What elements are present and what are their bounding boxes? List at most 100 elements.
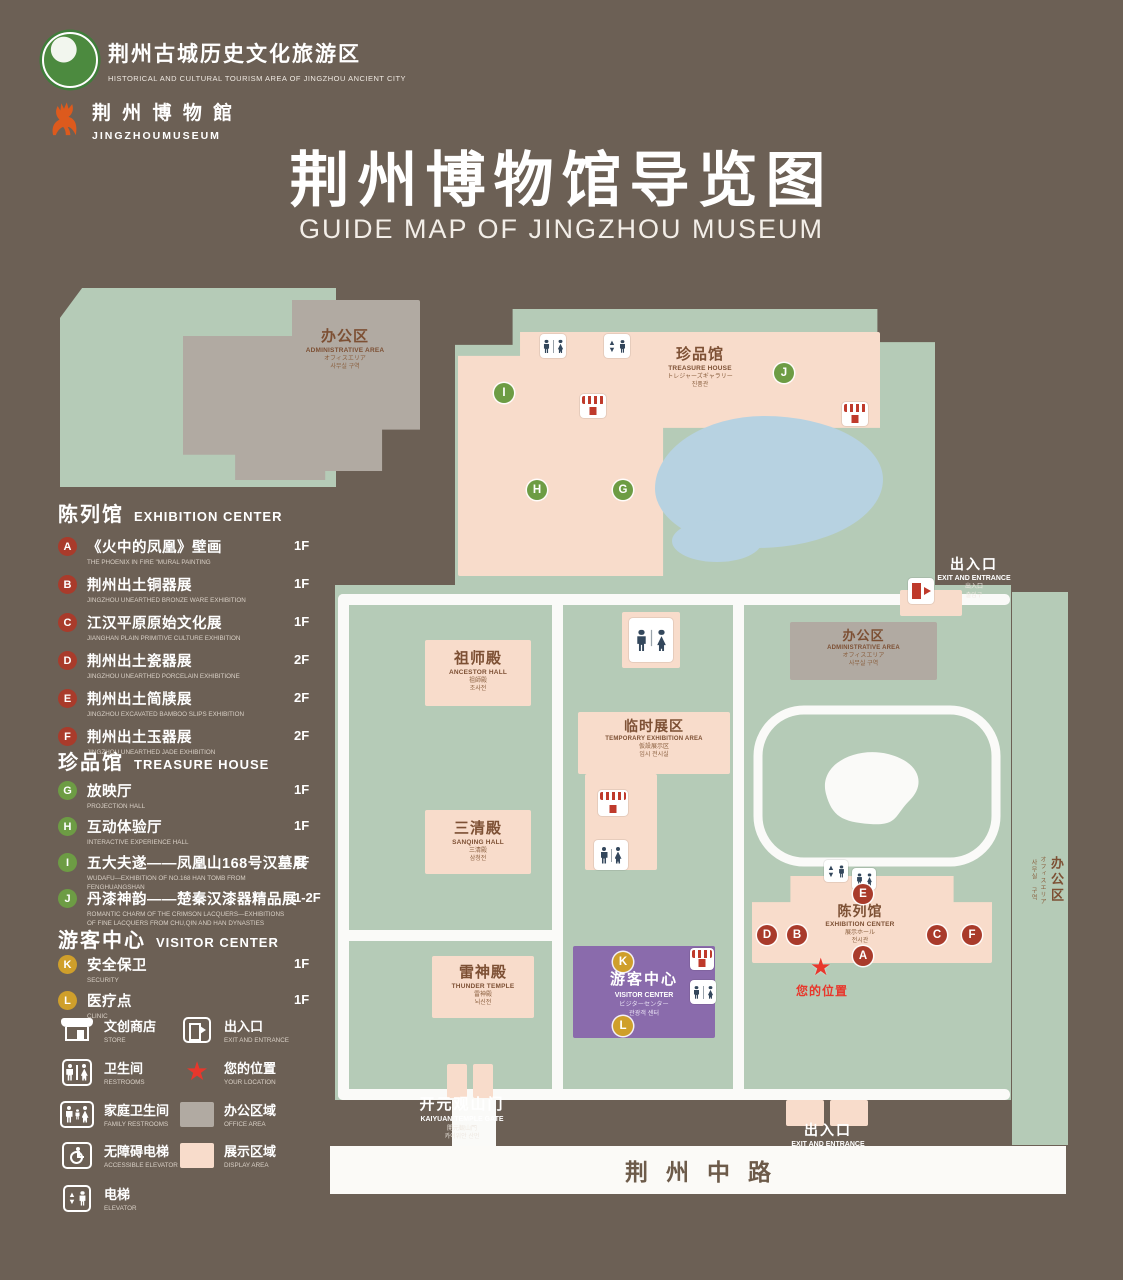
label-kr: 임시 전시실 [639,752,669,759]
legend-symbol-elevator: ▲▼ 电梯 ELEVATOR [58,1182,137,1214]
walk-path [552,594,563,1100]
label-zh: 出入口 [804,1122,852,1138]
legend-item-C: C 江汉平原原始文化展 JIANGHAN PLAIN PRIMITIVE CUL… [58,612,334,648]
marker-I: I [58,853,77,872]
marker-D: D [58,651,77,670]
marker-K: K [58,955,77,974]
marker-H: H [58,817,77,836]
item-en: JINGZHOU EXCAVATED BAMBOO SLIPS EXHIBITI… [87,711,245,718]
label-zh: 祖师殿 [453,650,502,667]
symbol-zh: 卫生间 [104,1061,144,1076]
label-zh: 陈列馆 [837,903,883,919]
walk-path [338,930,563,941]
map-marker-L: L [613,1016,633,1036]
marker-F: F [58,727,77,746]
label-kr: 사무실 구역 [1030,859,1036,901]
store-icon [690,948,714,970]
your-location-star-icon: ★ [185,1057,209,1087]
map-marker-D: D [757,925,777,945]
item-zh: 荆州出土简牍展 [87,692,192,708]
display-area-swatch [178,1139,216,1171]
walk-path [338,594,1010,605]
garden-paths [753,705,1001,867]
section-title-en: VISITOR CENTER [156,935,279,950]
item-floor: 1F [294,956,310,971]
museum-logo-subtitle: JINGZHOUMUSEUM [92,130,221,142]
item-en: JINGZHOU UNEARTHED JADE EXHIBITION [87,749,216,756]
label-kr: 조사전 [469,685,487,692]
label-jp: オフィスエリア [842,652,885,659]
item-en: JINGZHOU UNEARTHED PORCELAIN EXHIBITIONE [87,673,240,680]
tourism-area-logo [42,32,98,88]
label-en: EXIT AND ENTRANCE [937,574,1011,582]
map-marker-J: J [774,363,794,383]
item-floor: 1F [294,538,310,553]
label-zh: 珍品馆 [675,346,724,363]
exhibition-center-label: 陈列馆 EXHIBITION CENTER 展示ホール 전시관 [790,903,930,945]
label-jp: オフィスエリア [1039,855,1045,905]
legend-symbol-your-location: ★ 您的位置 YOUR LOCATION [178,1056,276,1088]
building-ancestor-hall [425,640,531,706]
item-floor: 1F [294,818,310,833]
map-marker-F: F [962,925,982,945]
label-zh: 办公区 [1049,856,1064,904]
legend-item-L: L 医疗点 CLINIC 1F [58,990,334,1026]
section-title-zh: 陈列馆 [58,504,124,526]
label-jp: 三清殿 [468,847,487,854]
item-en: INTERACTIVE EXPERIENCE HALL [87,839,189,846]
item-zh: 五大夫遂——凤凰山168号汉墓展 [87,856,308,872]
section-title-zh: 游客中心 [58,930,146,952]
item-en: WUDAFU—EXHIBITION OF NO.168 HAN TOMB FRO… [87,875,246,891]
walk-path [733,594,744,1100]
label-zh: 出入口 [950,556,998,572]
map-marker-C: C [927,925,947,945]
legend-symbol-restrooms: 卫生间 RESTROOMS [58,1056,145,1088]
label-zh: 三清殿 [453,820,502,837]
legend-symbol-office-area: 办公区域 OFFICE AREA [178,1098,276,1130]
item-en: SECURITY [87,977,119,984]
map-marker-B: B [787,925,807,945]
marker-J: J [58,889,77,908]
symbol-zh: 出入口 [224,1019,264,1034]
museum-logo-title: 荆 州 博 物 館 [92,103,236,124]
item-en: ROMANTIC CHARM OF THE CRIMSON LACQUERS—E… [87,911,285,927]
your-location-label: 您的位置 [795,984,848,998]
label-en: KAIYUAN TEMPLE GATE [420,1115,504,1123]
label-en: TREASURE HOUSE [668,365,732,372]
exit-entrance-icon [908,578,934,604]
legend-item-K: K 安全保卫 SECURITY 1F [58,954,334,990]
map-marker-I: I [494,383,514,403]
item-zh: 安全保卫 [87,958,147,974]
elevator-icon: ▲▼ [604,334,630,358]
section-title-zh: 珍品馆 [58,752,124,774]
accessible-elevator-icon [58,1139,96,1171]
museum-logo-text: 荆 州 博 物 館 JINGZHOUMUSEUM [92,98,235,142]
item-zh: 荆州出土玉器展 [87,730,192,746]
gate-pillar [447,1064,467,1098]
label-zh: 游客中心 [609,971,678,988]
legend-item-B: B 荆州出土铜器展 JINGZHOU UNEARTHED BRONZE WARE… [58,574,334,610]
item-floor: 1F [294,992,310,1007]
treasure-house-label: 珍品馆 TREASURE HOUSE トレジャーズギャラリー 진품관 [635,346,765,389]
symbol-zh: 您的位置 [224,1061,277,1076]
symbol-en: RESTROOMS [104,1079,145,1086]
legend-item-A: A 《火中的凤凰》壁画 THE PHOENIX IN FIRE "MURAL P… [58,536,334,572]
family-restroom-icon [58,1098,96,1130]
map-marker-H: H [527,480,547,500]
item-floor: 2F [294,728,310,743]
restroom-icon [629,618,673,662]
item-zh: 荆州出土铜器展 [87,578,192,594]
tourism-area-subtitle: HISTORICAL AND CULTURAL TOURISM AREA OF … [108,74,407,83]
legend-item-E: E 荆州出土简牍展 JINGZHOU EXCAVATED BAMBOO SLIP… [58,688,334,724]
legend-item-H: H 互动体验厅 INTERACTIVE EXPERIENCE HALL 1F [58,816,334,852]
legend-symbol-display-area: 展示区域 DISPLAY AREA [178,1139,276,1171]
office-strip-label: 办公区 オフィスエリア 사무실 구역 [1016,795,1066,965]
section-title-en: EXHIBITION CENTER [134,509,283,524]
building-temporary-exhibition [578,712,730,774]
map-area-east-strip [1012,592,1068,1145]
item-floor: 1-2F [294,890,321,905]
tourism-area-logo-text: 荆州古城历史文化旅游区 HISTORICAL AND CULTURAL TOUR… [108,38,406,83]
legend-symbol-family-restrooms: 家庭卫生间 FAMILY RESTROOMS [58,1098,169,1130]
label-jp: オフィスエリア [324,355,366,362]
